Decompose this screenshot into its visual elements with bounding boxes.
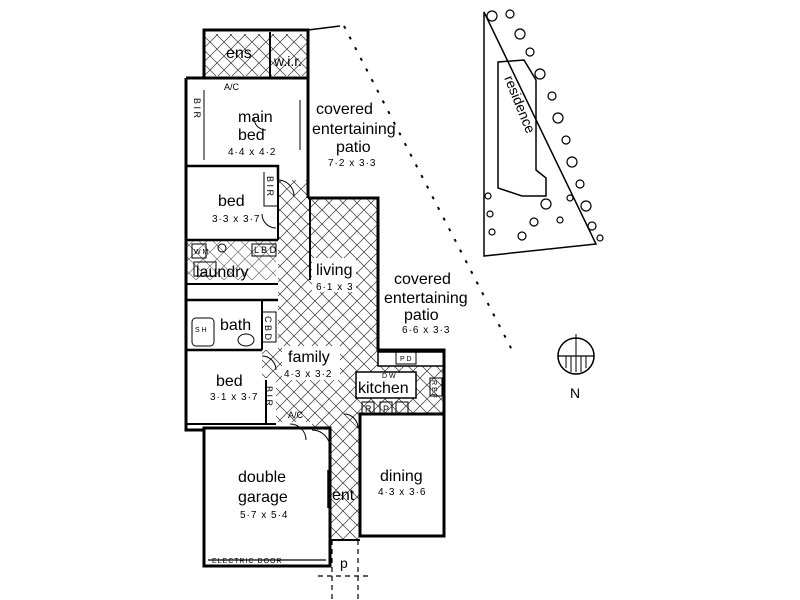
patio-2-line2: entertaining	[384, 290, 468, 307]
label-bg-family	[282, 346, 340, 380]
room-label-ens: ens	[226, 45, 252, 62]
wm-label: W M	[194, 249, 209, 256]
patio-2-line3: patio	[404, 307, 439, 324]
patio-boundary	[343, 25, 513, 351]
sh-label: S H	[195, 327, 207, 334]
porch-label: p	[340, 555, 348, 571]
lbd-label: L B D	[254, 245, 277, 255]
ref-label: R E F	[430, 380, 437, 398]
ac-bottom-label: A/C	[288, 410, 304, 420]
electric-door-label: ELECTRIC DOOR	[212, 558, 283, 565]
compass: N	[557, 334, 595, 401]
room-label-laundry: laundry	[196, 264, 248, 281]
room-label-double: double	[238, 469, 286, 486]
compass-half-icon	[557, 355, 595, 375]
room-dims-bed-1: 3·3 x 3·7	[212, 214, 260, 225]
porch-lines	[318, 540, 372, 600]
room-label-dining: dining	[380, 468, 423, 485]
room-label-bed-main: bed	[238, 127, 265, 144]
room-label-wir: w.i.r.	[273, 53, 302, 69]
room-label-ent: ent	[332, 487, 355, 504]
pd-label: P D	[400, 356, 412, 363]
walls	[184, 28, 446, 568]
site-trees	[484, 9, 604, 242]
tiled-ensuite	[204, 34, 308, 76]
room-labels: ens w.i.r. main bed 4·4 x 4·2 bed 3·3 x …	[196, 45, 426, 521]
r-label: R	[365, 404, 372, 414]
patio-2-dims: 6·6 x 3·3	[402, 325, 450, 336]
room-label-bed-1: bed	[218, 193, 245, 210]
tiled-areas	[186, 34, 444, 540]
cbd-label: C B D	[263, 316, 273, 341]
room-label-family: family	[288, 349, 330, 366]
tiled-hall-family	[262, 180, 444, 540]
patio-labels: covered entertaining patio 7·2 x 3·3 cov…	[312, 101, 468, 336]
p-label: P	[383, 404, 389, 414]
site-plan-inset: residence	[483, 9, 604, 257]
patio-wall	[307, 25, 341, 31]
room-label-main: main	[238, 109, 273, 126]
room-dims-main-bed: 4·4 x 4·2	[228, 147, 276, 158]
room-label-living: living	[316, 262, 352, 279]
ac-top-label: A/C	[224, 82, 240, 92]
site-residence-label: residence	[501, 73, 539, 135]
room-label-garage: garage	[238, 489, 288, 506]
room-dims-family: 4·3 x 3·2	[284, 369, 332, 380]
room-dims-living: 6·1 x 3	[316, 282, 354, 293]
wall-details	[191, 90, 443, 561]
dw-label: D W	[382, 373, 396, 380]
patio-1-dims: 7·2 x 3·3	[328, 158, 376, 169]
fixture-labels: A/C A/C B I R B I R B I R L B D C B D W …	[192, 82, 437, 571]
bir-bed1-label: B I R	[265, 176, 275, 197]
patio-1-line2: entertaining	[312, 121, 396, 138]
patio-2-line1: covered	[394, 271, 451, 288]
kitchen-island	[355, 371, 417, 399]
room-label-kitchen: kitchen	[358, 380, 409, 397]
room-label-bath: bath	[220, 317, 251, 334]
patio-1-line1: covered	[316, 101, 373, 118]
room-label-bed-2: bed	[216, 373, 243, 390]
compass-north-label: N	[570, 385, 580, 401]
patio-1-line3: patio	[336, 139, 371, 156]
bir-main-label: B I R	[192, 98, 202, 119]
room-dims-bed-2: 3·1 x 3·7	[210, 392, 258, 403]
tiled-laundry	[186, 240, 276, 280]
bir-bed2-label: B I R	[264, 386, 274, 407]
room-dims-garage: 5·7 x 5·4	[240, 510, 288, 521]
label-bg-living	[312, 258, 356, 292]
room-dims-dining: 4·3 x 3·6	[378, 487, 426, 498]
